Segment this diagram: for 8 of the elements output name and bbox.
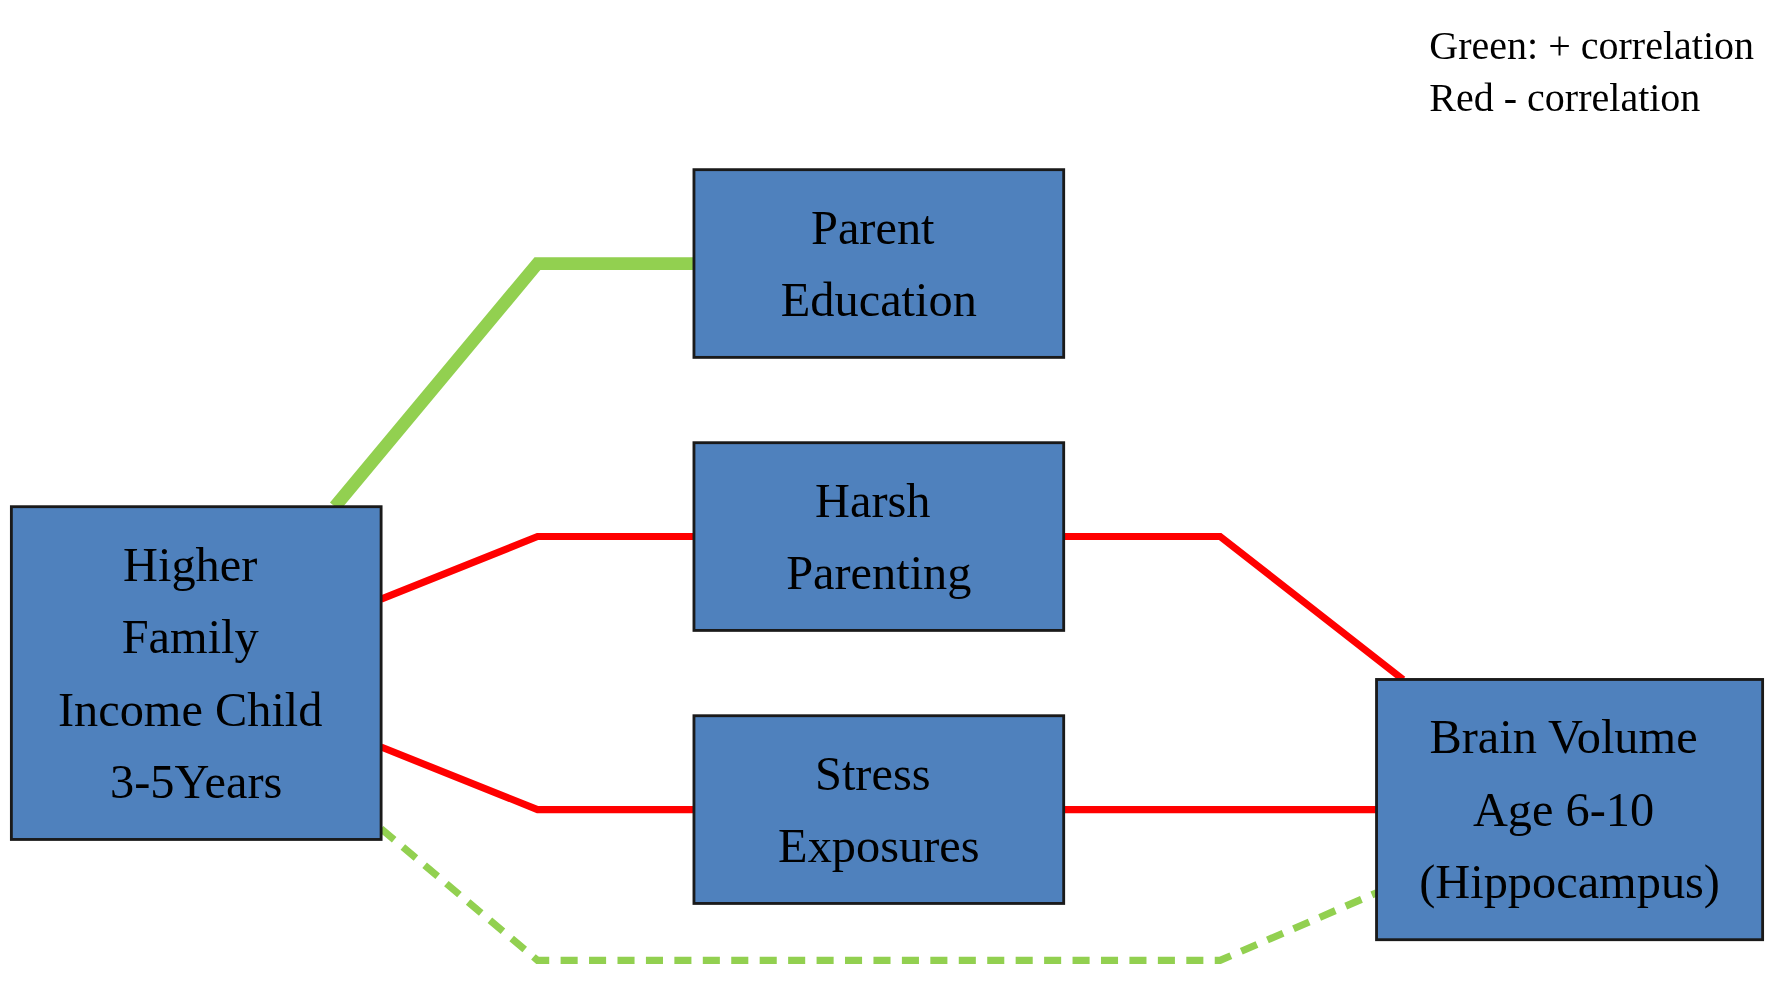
node-box: Parent Education <box>692 168 1066 359</box>
connector <box>1063 806 1377 814</box>
node-box: Harsh Parenting <box>692 441 1066 632</box>
legend-note: Red - correlation <box>1429 74 1702 122</box>
node-box: Brain Volume Age 6-10 (Hippocampus) <box>1375 678 1765 942</box>
legend-note: Green: + correlation <box>1429 22 1754 70</box>
node-box: Higher Family Income Child 3-5Years <box>9 505 383 841</box>
node-box: Stress Exposures <box>692 714 1066 905</box>
